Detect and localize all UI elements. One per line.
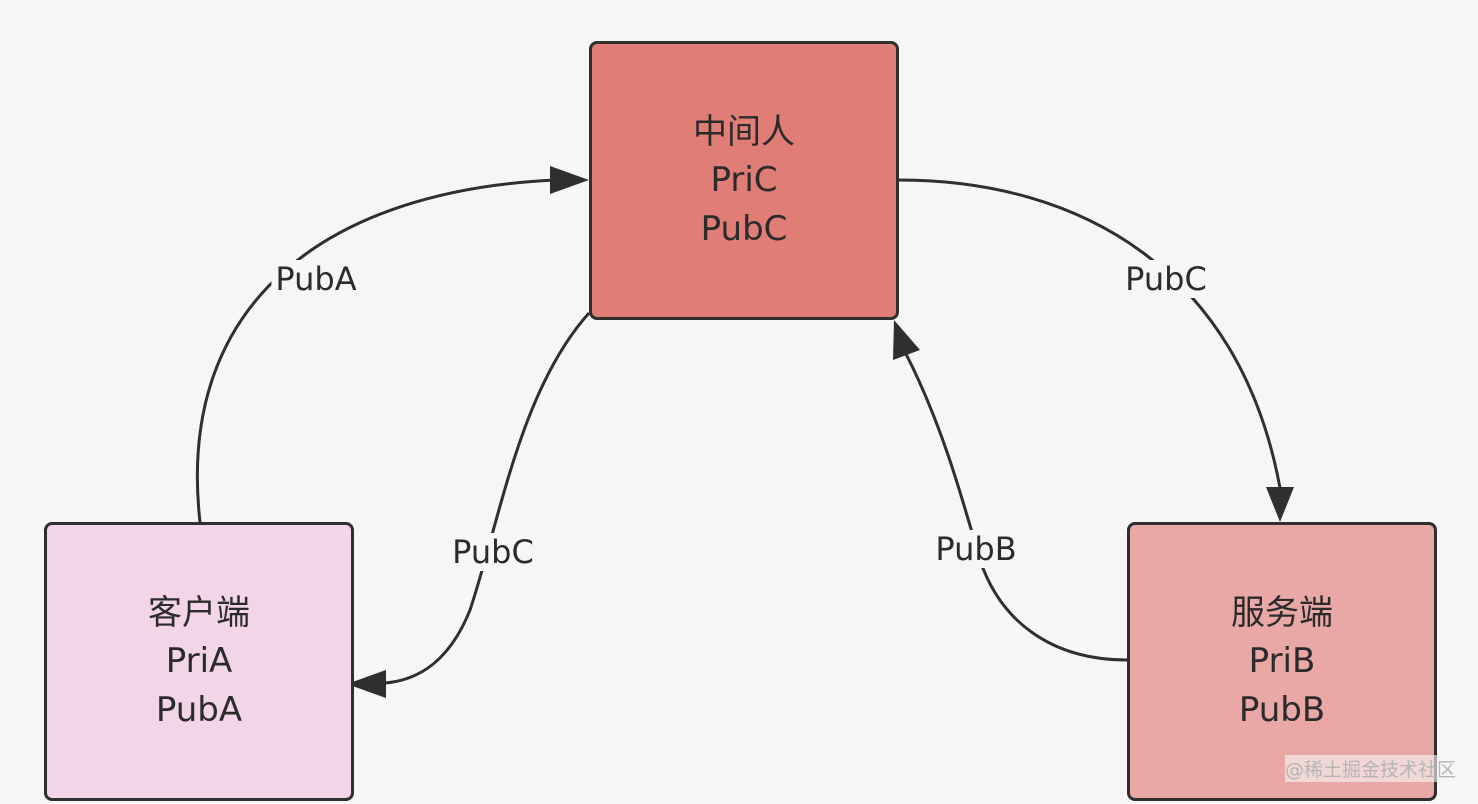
node-man-in-the-middle: 中间人 PriC PubC xyxy=(589,41,899,320)
node-server-private-key: PriB xyxy=(1248,641,1316,682)
node-mitm-title: 中间人 xyxy=(693,112,795,153)
edge-mitm-to-client xyxy=(384,311,591,685)
arrowhead-server-to-mitm xyxy=(893,320,920,360)
node-mitm-public-key: PubC xyxy=(700,208,788,249)
watermark: @稀土掘金技术社区 xyxy=(1284,755,1456,782)
edge-mitm-to-server xyxy=(898,178,1282,489)
arrowhead-mitm-to-client xyxy=(347,670,386,698)
edge-server-to-mitm xyxy=(903,351,1128,662)
node-mitm-private-key: PriC xyxy=(710,160,778,201)
node-server: 服务端 PriB PubB xyxy=(1127,522,1437,801)
node-client: 客户端 PriA PubA xyxy=(44,522,354,801)
edge-client-to-mitm xyxy=(195,178,557,523)
edge-label-mitm-to-client: PubC xyxy=(448,533,538,571)
node-client-private-key: PriA xyxy=(165,641,233,682)
node-server-public-key: PubB xyxy=(1238,689,1326,730)
arrowhead-mitm-to-server xyxy=(1266,487,1294,522)
node-server-title: 服务端 xyxy=(1231,593,1333,634)
arrowhead-client-to-mitm xyxy=(550,166,589,194)
edge-label-client-to-mitm: PubA xyxy=(271,260,361,298)
node-client-public-key: PubA xyxy=(155,689,243,730)
node-client-title: 客户端 xyxy=(148,593,250,634)
edge-label-mitm-to-server: PubC xyxy=(1121,260,1211,298)
edge-label-server-to-mitm: PubB xyxy=(931,530,1021,568)
